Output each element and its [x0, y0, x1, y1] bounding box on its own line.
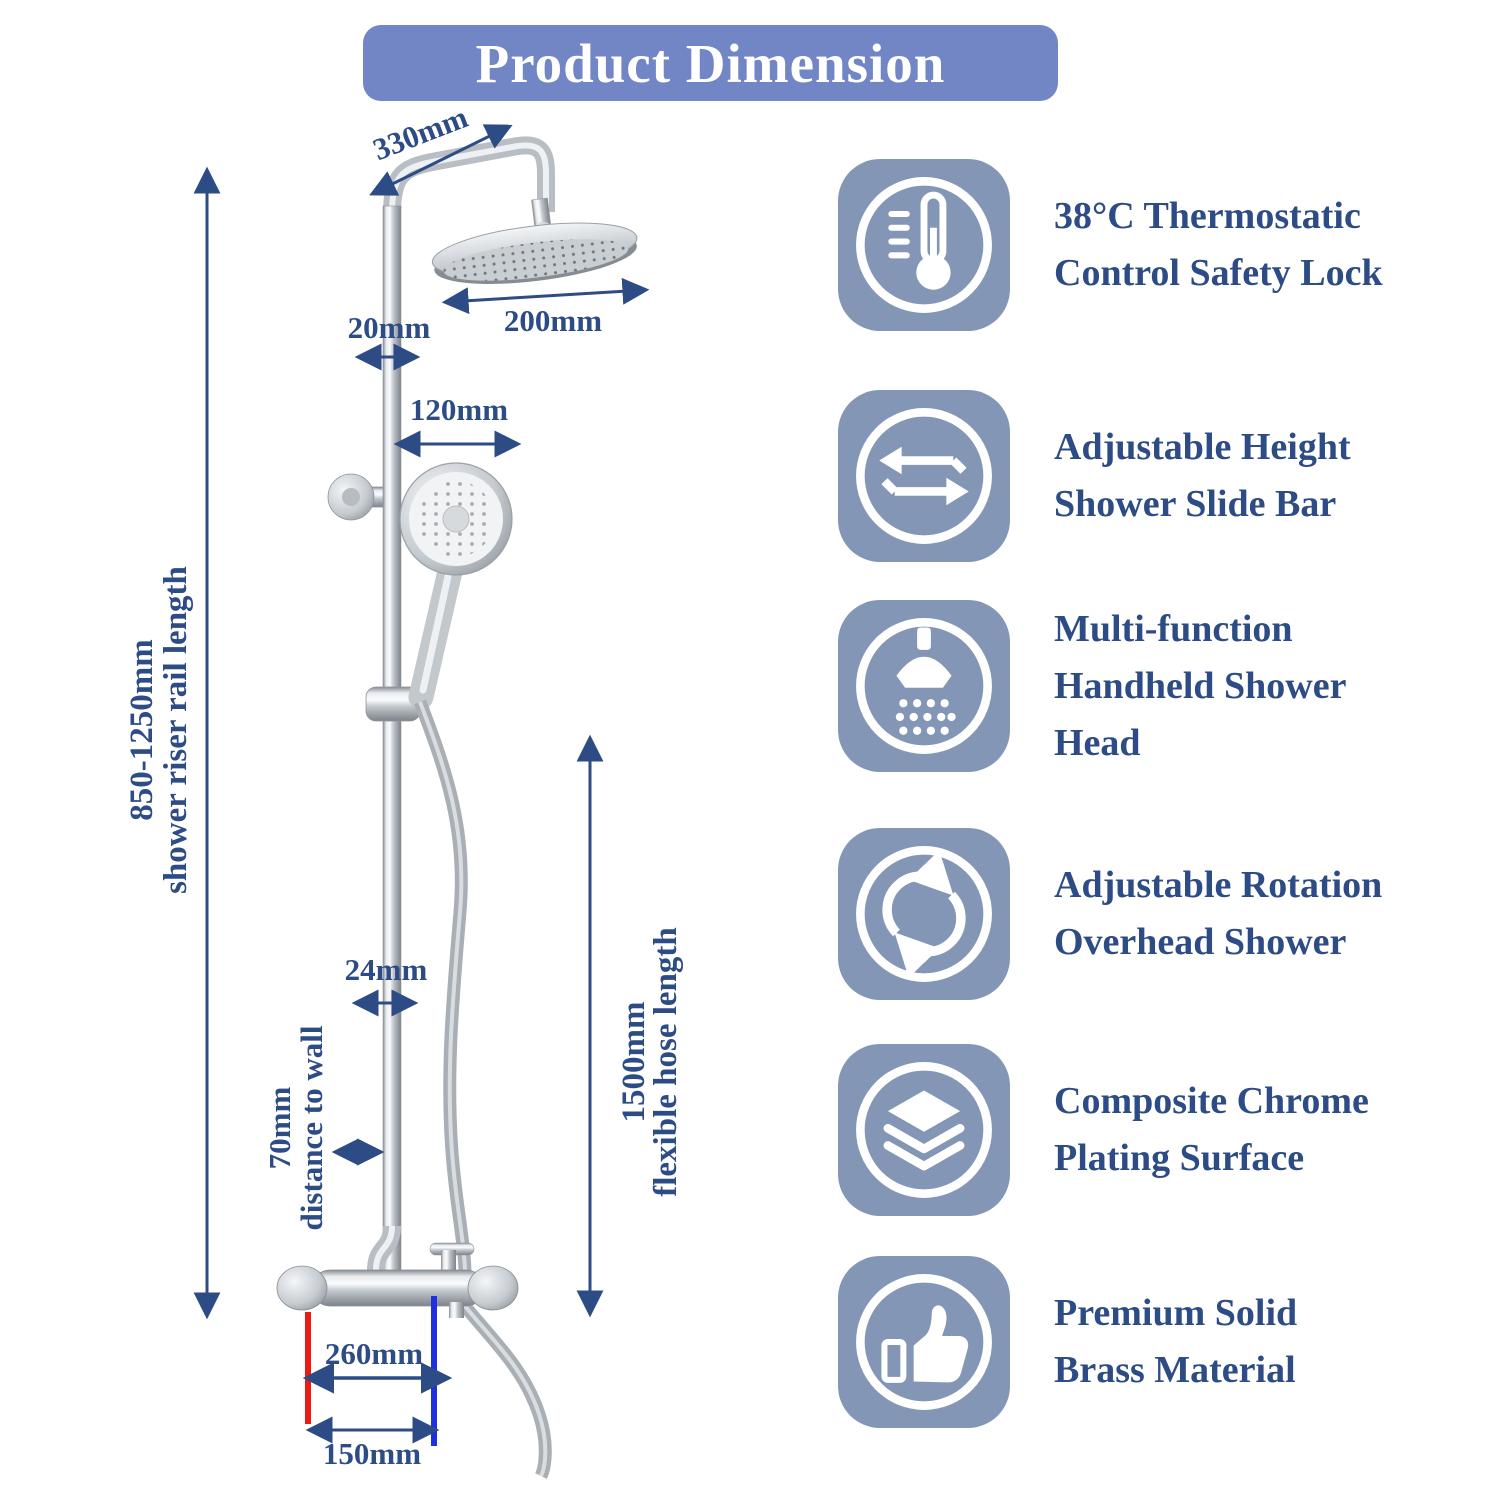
feature-text: Adjustable Height Shower Slide Bar: [1054, 419, 1351, 533]
thermostat-icon: [838, 159, 1010, 331]
height-adjust-icon: [838, 390, 1010, 562]
feature-handheld-head: Multi-function Handheld Shower Head: [838, 600, 1498, 772]
feature-line: 38°C Thermostatic: [1054, 195, 1361, 237]
feature-slide-bar: Adjustable Height Shower Slide Bar: [838, 390, 1498, 562]
dim-label-upper-pipe: 20mm: [348, 310, 431, 345]
dim-label-riser-range: 850-1250mm: [124, 639, 160, 820]
shower-fixture: [276, 136, 638, 1479]
dim-label-wall-distance-caption: distance to wall: [294, 1025, 329, 1230]
shower-arm: [383, 136, 555, 215]
overhead-shower-head: [431, 197, 638, 284]
thermostatic-valve: [276, 1225, 519, 1318]
dim-arrow-overhead-diameter: [441, 277, 650, 315]
feature-line: Control Safety Lock: [1054, 252, 1383, 294]
shower-hose: [413, 699, 552, 1479]
feature-text: Premium Solid Brass Material: [1054, 1285, 1297, 1399]
wall-bracket: [327, 473, 391, 521]
feature-thermostatic-control: 38°C Thermostatic Control Safety Lock: [838, 159, 1498, 331]
dim-label-wall-distance: 70mm: [262, 1087, 297, 1170]
feature-text: Composite Chrome Plating Surface: [1054, 1073, 1369, 1187]
dimension-annotations: 330mm 200mm 20mm 120mm 850-1250mm shower…: [124, 99, 684, 1471]
dim-label-overhead-diameter: 200mm: [504, 303, 602, 338]
dim-label-hose-length: 1500mm: [616, 1002, 652, 1123]
hot-inlet-line: [305, 1312, 311, 1424]
feature-line: Head: [1054, 721, 1141, 764]
thumbs-up-icon: [838, 1256, 1010, 1428]
rotation-icon: [838, 828, 1010, 1000]
dim-label-lower-pipe: 24mm: [345, 952, 428, 987]
chrome-layers-icon: [838, 1044, 1010, 1216]
feature-line: Multi-function: [1054, 607, 1293, 650]
dim-label-inlet-spacing: 150mm: [323, 1436, 421, 1471]
riser-pipe: [382, 205, 402, 1275]
feature-text: 38°C Thermostatic Control Safety Lock: [1054, 188, 1383, 302]
feature-chrome-plating: Composite Chrome Plating Surface: [838, 1044, 1498, 1216]
feature-line: Composite Chrome: [1054, 1080, 1369, 1122]
title-banner: Product Dimension: [363, 25, 1058, 101]
feature-line: Premium Solid: [1054, 1292, 1298, 1334]
feature-text: Adjustable Rotation Overhead Shower: [1054, 857, 1382, 971]
cold-inlet-line: [431, 1296, 437, 1446]
feature-line: Adjustable Rotation: [1054, 864, 1383, 906]
feature-list: 38°C Thermostatic Control Safety Lock Ad…: [838, 0, 1498, 1500]
feature-brass-material: Premium Solid Brass Material: [838, 1256, 1498, 1428]
feature-line: Shower Slide Bar: [1054, 483, 1337, 525]
feature-line: Overhead Shower: [1054, 921, 1347, 963]
dim-label-hose-caption: flexible hose length: [648, 927, 684, 1197]
shower-dimension-diagram: 330mm 200mm 20mm 120mm 850-1250mm shower…: [124, 99, 684, 1479]
dim-arrow-arm-length: [369, 124, 513, 196]
dim-label-riser-caption: shower riser rail length: [158, 566, 194, 894]
feature-line: Plating Surface: [1054, 1137, 1305, 1179]
feature-line: Handheld Shower: [1054, 664, 1347, 707]
feature-line: Adjustable Height: [1054, 426, 1351, 468]
handheld-shower-icon: [838, 600, 1010, 772]
feature-line: Brass Material: [1054, 1349, 1296, 1391]
dim-label-handheld-diameter: 120mm: [410, 392, 508, 427]
handheld-shower: [399, 462, 513, 710]
feature-text: Multi-function Handheld Shower Head: [1054, 601, 1346, 772]
dim-label-valve-width: 260mm: [325, 1336, 423, 1371]
feature-rotation-overhead: Adjustable Rotation Overhead Shower: [838, 828, 1498, 1000]
page-title: Product Dimension: [475, 32, 946, 94]
